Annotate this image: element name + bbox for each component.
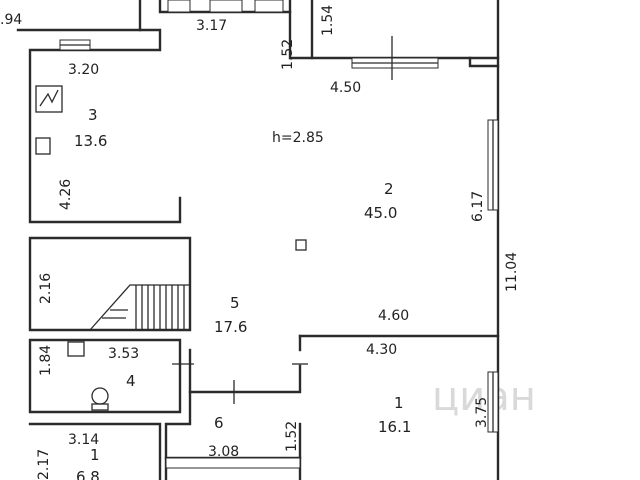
- room-5: 5 17.6: [214, 294, 247, 336]
- svg-text:1.52: 1.52: [280, 39, 296, 70]
- svg-text:6.17: 6.17: [470, 191, 486, 222]
- svg-text:1.54: 1.54: [320, 5, 336, 36]
- svg-text:1: 1: [394, 394, 404, 412]
- stove-icon: [35, 85, 63, 113]
- svg-text:2: 2: [384, 180, 394, 198]
- sink-icon: [35, 137, 51, 155]
- svg-text:3.75: 3.75: [474, 397, 490, 428]
- sink-icon: [67, 341, 85, 357]
- svg-text:6: 6: [214, 414, 224, 432]
- room-2: 2 45.0: [364, 180, 397, 222]
- ceiling-height: h=2.85: [272, 130, 324, 146]
- svg-text:1.52: 1.52: [284, 421, 300, 452]
- room-3: 3 13.6: [74, 106, 107, 150]
- center-marker: [295, 239, 307, 251]
- svg-text:45.0: 45.0: [364, 204, 397, 222]
- svg-text:17.6: 17.6: [214, 318, 247, 336]
- svg-text:3.14: 3.14: [68, 432, 99, 448]
- svg-text:4.50: 4.50: [330, 80, 361, 96]
- room-1-left: 1 6.8: [76, 446, 100, 480]
- windows: [59, 0, 499, 469]
- svg-text:3: 3: [88, 106, 98, 124]
- svg-text:2.17: 2.17: [36, 449, 52, 480]
- svg-text:4.60: 4.60: [378, 308, 409, 324]
- svg-text:2.16: 2.16: [38, 273, 54, 304]
- svg-text:5: 5: [230, 294, 240, 312]
- fixtures: [35, 85, 307, 411]
- svg-text:3.17: 3.17: [196, 18, 227, 34]
- svg-text:4.26: 4.26: [58, 179, 74, 210]
- svg-text:6.8: 6.8: [76, 468, 100, 480]
- svg-text:13.6: 13.6: [74, 132, 107, 150]
- svg-text:16.1: 16.1: [378, 418, 411, 436]
- svg-text:3.53: 3.53: [108, 346, 139, 362]
- svg-text:3.08: 3.08: [208, 444, 239, 460]
- room-1-right: 1 16.1: [378, 394, 411, 436]
- toilet-icon: [91, 387, 109, 405]
- svg-text:4.30: 4.30: [366, 342, 397, 358]
- staircase: [89, 284, 190, 331]
- walls: [16, 0, 500, 480]
- svg-text:1: 1: [90, 446, 100, 464]
- svg-text:.94: .94: [0, 12, 22, 28]
- svg-text:4: 4: [126, 372, 136, 390]
- room-6: 6: [214, 414, 224, 432]
- svg-text:11.04: 11.04: [504, 252, 520, 292]
- dimension-labels: .94 3.17 1.54 3.20 1.52 4.50 4.26 6.17 1…: [0, 5, 520, 480]
- watermark-text: циан: [432, 374, 536, 420]
- svg-text:3.20: 3.20: [68, 62, 99, 78]
- room-4: 4: [126, 372, 136, 390]
- svg-text:1.84: 1.84: [38, 345, 54, 376]
